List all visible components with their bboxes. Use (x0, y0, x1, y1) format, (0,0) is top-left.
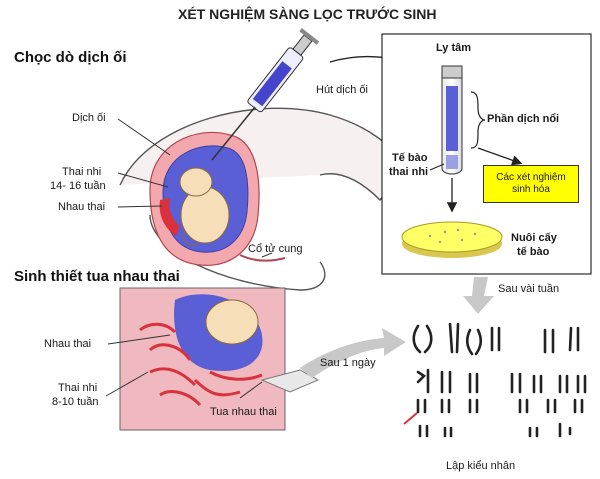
cell-leader (429, 163, 445, 171)
label-nhau-thai-cvs: Nhau thai (44, 338, 92, 350)
label-lap-kieu-nhan: Lập kiểu nhân (446, 460, 516, 472)
tests-line-1: Các xét nghiệm (496, 172, 566, 183)
arrow-gray-karyotype (300, 328, 406, 378)
label-phan-dich-noi: Phần dịch nổi (487, 113, 560, 125)
biochemical-tests-box: Các xét nghiệm sinh hóa (483, 165, 579, 203)
cvs-leader-lines (105, 334, 263, 399)
needle (211, 106, 256, 161)
label-thai-nhi-amnio-age: 14- 16 tuần (50, 180, 106, 192)
section-cvs: Sinh thiết tua nhau thai (14, 268, 180, 285)
fetus-cvs (205, 299, 259, 345)
tests-line-2: sinh hóa (512, 184, 550, 195)
fetus-amnio (179, 167, 230, 246)
syringe (247, 28, 320, 113)
karyotype (412, 322, 587, 438)
section-amniocentesis: Chọc dò dịch ối (14, 49, 127, 66)
page-title: XÉT NGHIỆM SÀNG LỌC TRƯỚC SINH (178, 6, 437, 22)
amnio-leader-lines (117, 118, 273, 258)
supernatant-brace (470, 91, 486, 149)
label-ly-tam: Ly tâm (436, 42, 472, 54)
label-te-bao-culture: tế bào (517, 246, 550, 258)
centrifuge-tube (441, 65, 463, 175)
label-te-bao: Tế bào (392, 152, 428, 164)
label-thai-nhi-cell: thai nhi (389, 166, 429, 178)
label-thai-nhi-cvs-age: 8-10 tuần (52, 396, 99, 408)
catheter (260, 369, 320, 393)
label-nhau-thai-amnio: Nhau thai (58, 201, 106, 213)
label-thai-nhi-amnio: Thai nhi (62, 166, 102, 178)
label-thai-nhi-cvs: Thai nhi (58, 382, 98, 394)
label-co-tu-cung: Cổ tử cung (248, 243, 303, 255)
cervix-line (239, 254, 286, 262)
label-sau-1-ngay: Sau 1 ngày (320, 357, 376, 369)
arrow-gray-down (463, 277, 494, 314)
placenta-amnio (159, 198, 180, 236)
label-dich-oi: Dịch ối (72, 112, 106, 124)
label-sau-vai-tuan: Sau vài tuần (498, 283, 560, 295)
culture-dish (401, 221, 503, 258)
arrow-to-tests (477, 147, 523, 166)
label-hut-dich-oi: Hút dịch ối (316, 84, 368, 96)
marker-arrow (403, 412, 418, 425)
label-nuoi-cay: Nuôi cấy (511, 232, 557, 244)
chorionic-villi (139, 322, 263, 407)
label-tua-nhau-thai: Tua nhau thai (210, 406, 277, 418)
